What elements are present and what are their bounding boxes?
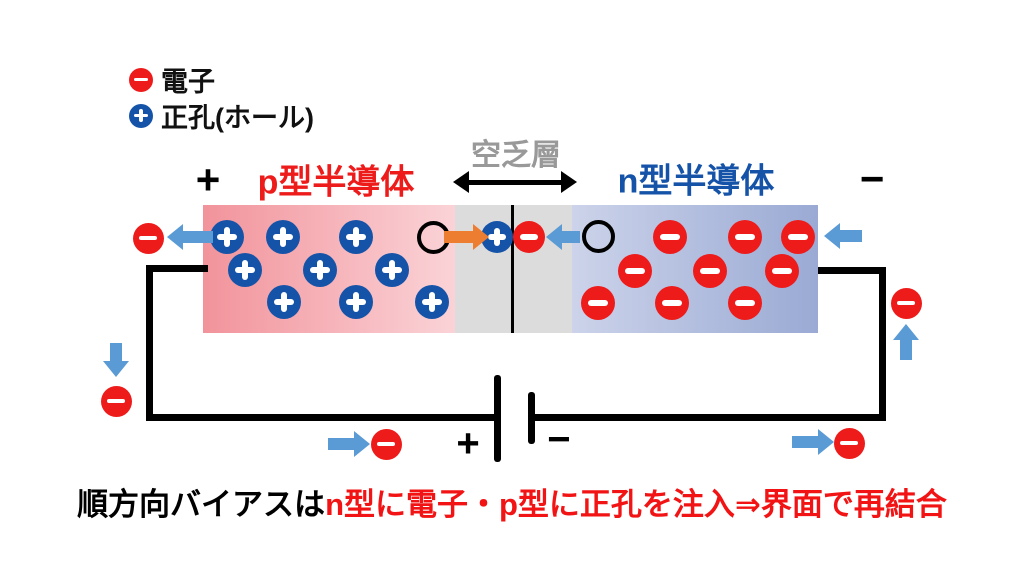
- hole-particle: [339, 220, 373, 254]
- p-side-plus-sign: +: [195, 156, 221, 203]
- hole-particle: [415, 285, 449, 319]
- battery-positive-plate: [494, 375, 501, 462]
- electron-particle: [890, 287, 922, 319]
- electron-legend-icon: [129, 67, 153, 92]
- vacancy-open-circle: [581, 219, 615, 253]
- wire-bottom-left: [146, 414, 494, 421]
- arrow-head-right: [561, 171, 577, 193]
- p-region-label: p型半導体: [257, 163, 415, 202]
- wire-down-arrow: [103, 343, 129, 377]
- hole-particle: [228, 253, 262, 287]
- junction-line: [511, 205, 514, 333]
- wire-left-vertical: [146, 265, 153, 421]
- electron-particle: [728, 220, 762, 254]
- battery-minus-label: −: [547, 417, 571, 462]
- n-region-label: n型半導体: [617, 162, 775, 201]
- depletion-range-arrow: [453, 170, 577, 194]
- arrow-head-left: [453, 171, 469, 193]
- caption-black-text: 順方向バイアスは: [77, 487, 326, 522]
- electron-particle: [653, 220, 687, 254]
- electron-entry-left-arrow: [824, 223, 862, 249]
- wire-right-vertical: [879, 267, 886, 421]
- hole-legend-icon: [129, 103, 153, 128]
- legend-electron-label: 電子: [161, 67, 215, 97]
- electron-exit-left-arrow: [167, 224, 213, 250]
- electron-particle: [581, 286, 615, 320]
- hole-injection-arrow: [443, 224, 489, 250]
- depletion-layer-label: 空乏層: [471, 139, 561, 172]
- legend-hole-row: 正孔(ホール): [129, 96, 314, 135]
- electron-particle: [781, 220, 815, 254]
- wire-left-to-bar: [146, 265, 208, 272]
- battery-plus-label: +: [456, 421, 480, 466]
- hole-particle: [210, 220, 244, 254]
- wire-right-arrow-right: [792, 429, 834, 455]
- wire-up-arrow: [893, 324, 919, 360]
- electron-particle: [728, 286, 762, 320]
- electron-particle: [100, 385, 132, 417]
- hole-particle: [339, 285, 373, 319]
- electron-particle: [765, 254, 799, 288]
- hole-particle: [303, 253, 337, 287]
- electron-particle: [132, 222, 164, 254]
- electron-particle: [655, 286, 689, 320]
- battery-negative-plate: [528, 392, 535, 444]
- hole-particle: [375, 253, 409, 287]
- caption: 順方向バイアスはn型に電子・p型に正孔を注入⇒界面で再結合: [0, 479, 1024, 524]
- wire-bottom-right: [535, 414, 886, 421]
- electron-particle: [693, 254, 727, 288]
- wire-right-to-bar: [818, 267, 886, 274]
- caption-red-text: n型に電子・p型に正孔を注入⇒界面で再結合: [325, 487, 947, 522]
- wire-right-arrow-left: [328, 431, 370, 457]
- electron-particle: [833, 427, 865, 459]
- n-side-minus-sign: −: [859, 155, 885, 202]
- hole-particle: [267, 285, 301, 319]
- electron-particle: [618, 254, 652, 288]
- legend-hole-label: 正孔(ホール): [161, 103, 314, 133]
- legend-electron-row: 電子: [129, 60, 215, 99]
- electron-particle: [370, 428, 402, 460]
- electron-particle: [513, 221, 545, 253]
- electron-injection-arrow: [546, 224, 580, 250]
- hole-particle: [266, 220, 300, 254]
